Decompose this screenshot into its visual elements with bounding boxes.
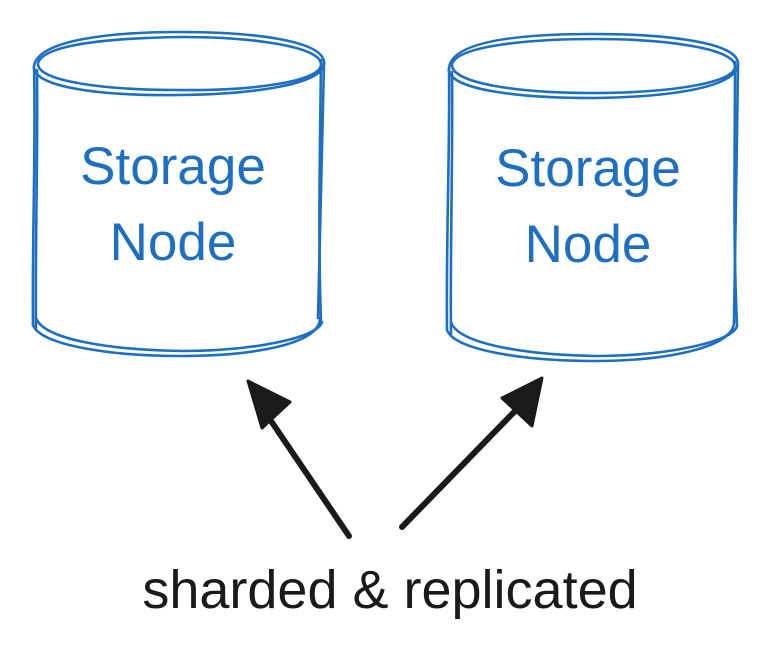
arrow-to-left-node — [246, 379, 352, 539]
cylinder-left-shape — [31, 30, 326, 358]
arrowhead-right — [500, 376, 544, 428]
arrowhead-left — [246, 379, 292, 430]
storage-node-left-line2: Node — [110, 213, 237, 272]
storage-node-left: Storage Node — [31, 30, 326, 358]
storage-node-right-line2: Node — [525, 215, 652, 274]
arrow-to-right-node — [399, 376, 544, 530]
caption-label: sharded & replicated — [142, 560, 637, 620]
cylinder-right-shape — [445, 32, 740, 363]
storage-node-right-line1: Storage — [495, 139, 681, 198]
storage-node-left-line1: Storage — [80, 137, 266, 196]
storage-node-right: Storage Node — [445, 32, 740, 363]
